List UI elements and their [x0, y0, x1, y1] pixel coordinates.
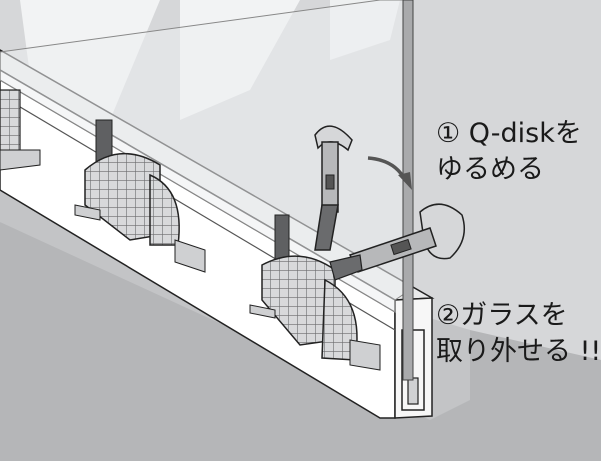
step-1-caption: ① Q-diskを ゆるめる [436, 116, 582, 188]
bracket-left [0, 89, 41, 171]
step-1-line-1: ① Q-diskを [436, 118, 582, 149]
bracket-middle [74, 119, 206, 273]
q-disk-tool-lower [329, 203, 465, 281]
step-2-caption: ②ガラスを 取り外せる !! [436, 298, 601, 370]
rotate-arrow-icon [367, 156, 412, 190]
bracket-front [249, 214, 381, 371]
step-1-line-2: ゆるめる [436, 154, 544, 185]
rail-end-slot [407, 377, 419, 405]
glass-edge [402, 0, 414, 381]
step-2-line-1: ②ガラスを [436, 300, 568, 331]
q-disk-tool-upper [314, 125, 353, 251]
step-2-line-2: 取り外せる !! [436, 336, 601, 367]
